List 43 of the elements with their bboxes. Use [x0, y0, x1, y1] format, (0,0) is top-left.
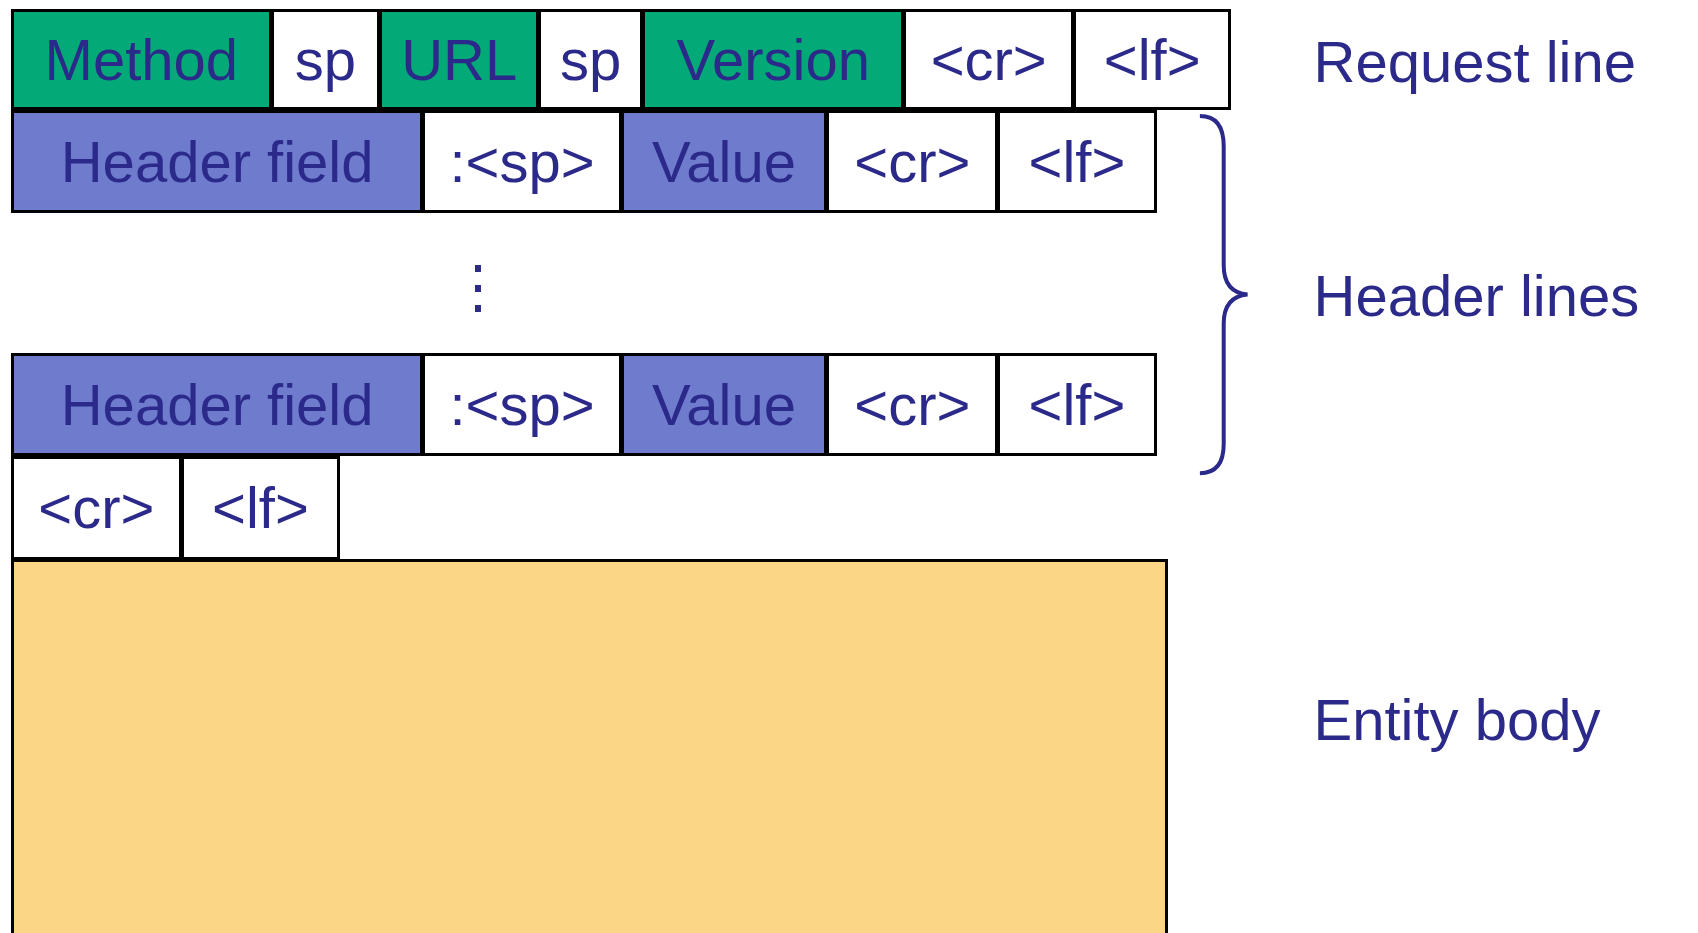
body-area: [10, 558, 1169, 933]
field-name: <cr>: [854, 370, 971, 438]
field-name: URL: [401, 26, 518, 94]
field-name: <lf>: [212, 474, 309, 542]
field-cell: [642, 8, 905, 111]
field-cell: [180, 455, 341, 560]
field-name: sp: [560, 26, 622, 94]
field-cell: [620, 353, 828, 456]
field-name: Header field: [60, 128, 374, 196]
field-name: Value: [651, 370, 796, 438]
field-name: Header field: [60, 370, 374, 438]
field-cell: [422, 110, 622, 214]
section-label: Header lines: [1313, 261, 1640, 330]
field-cell: [10, 455, 182, 560]
field-cell: [997, 353, 1157, 456]
ellipsis-mark: ⋮: [449, 252, 508, 321]
field-name: <lf>: [1028, 370, 1126, 438]
field-name: Version: [676, 26, 870, 94]
field-name: <cr>: [930, 26, 1047, 94]
field-name: :<sp>: [449, 370, 595, 438]
field-name: Value: [651, 128, 796, 196]
field-name: <lf>: [1028, 128, 1126, 196]
field-name: Method: [44, 26, 239, 94]
field-cell: [538, 8, 644, 111]
field-cell: [10, 110, 424, 214]
field-cell: [422, 353, 622, 456]
field-cell: [1073, 8, 1232, 111]
field-cell: [10, 353, 424, 456]
field-cell: [826, 110, 999, 214]
field-cell: [270, 8, 381, 111]
field-cell: [10, 8, 272, 111]
field-name: sp: [294, 26, 357, 94]
field-name: <cr>: [854, 128, 971, 196]
field-cell: [826, 353, 999, 456]
section-label: Entity body: [1313, 686, 1601, 755]
field-name: <lf>: [1103, 26, 1201, 94]
field-name: :<sp>: [449, 128, 595, 196]
field-cell: [620, 110, 828, 214]
field-cell: [997, 110, 1157, 214]
field-cell: [903, 8, 1075, 111]
field-name: <cr>: [38, 474, 155, 542]
section-label: Request line: [1313, 27, 1636, 96]
field-cell: [379, 8, 540, 111]
